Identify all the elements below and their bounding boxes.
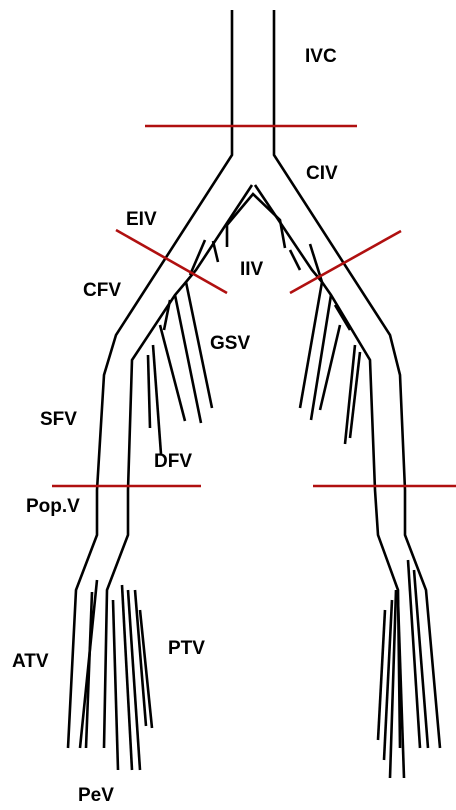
marker-line-left-eiv xyxy=(116,230,227,293)
label-pev: PeV xyxy=(78,785,114,806)
label-sfv: SFV xyxy=(40,409,77,430)
label-civ: CIV xyxy=(306,163,338,184)
label-popv: Pop.V xyxy=(26,496,80,517)
label-gsv: GSV xyxy=(210,333,250,354)
right-inner-wall xyxy=(255,185,400,748)
label-dfv: DFV xyxy=(154,451,192,472)
left-calf-veins xyxy=(80,580,152,770)
label-ptv: PTV xyxy=(168,638,205,659)
left-gsv-dfv-branches xyxy=(148,282,212,454)
right-calf-veins xyxy=(378,560,428,778)
label-ivc: IVC xyxy=(305,46,337,67)
labels: IVC CIV EIV IIV CFV GSV SFV DFV Pop.V AT… xyxy=(12,46,338,806)
level-markers xyxy=(52,126,456,486)
label-iiv: IIV xyxy=(240,259,264,280)
label-eiv: EIV xyxy=(126,209,157,230)
label-atv: ATV xyxy=(12,651,49,672)
right-gsv-dfv-branches xyxy=(300,282,360,444)
label-cfv: CFV xyxy=(83,280,121,301)
